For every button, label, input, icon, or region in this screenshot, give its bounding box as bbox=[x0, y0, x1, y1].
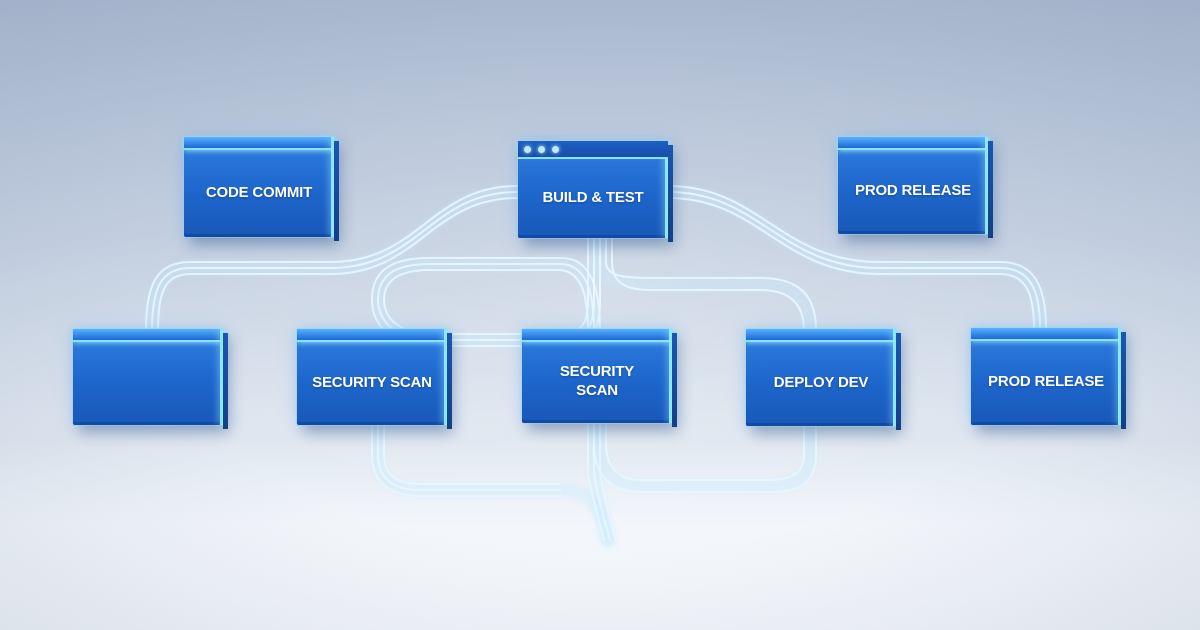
node-prod-release-bottom[interactable]: PROD RELEASE bbox=[971, 328, 1126, 429]
node-code-commit[interactable]: CODE COMMIT bbox=[184, 137, 339, 241]
node-blank-stage-label bbox=[142, 372, 154, 382]
node-security-scan-1[interactable]: SECURITY SCAN bbox=[297, 329, 452, 429]
window-title-bar bbox=[518, 141, 668, 159]
node-security-scan-1-label: SECURITY SCAN bbox=[312, 373, 432, 391]
node-deploy-dev[interactable]: DEPLOY DEV bbox=[746, 329, 901, 430]
node-prod-release-bottom-label: PROD RELEASE bbox=[988, 373, 1104, 390]
node-prod-release-top[interactable]: PROD RELEASE bbox=[838, 137, 993, 238]
window-dots-icon bbox=[524, 146, 531, 153]
node-code-commit-label: CODE COMMIT bbox=[205, 183, 313, 201]
node-build-test[interactable]: BUILD & TEST bbox=[518, 141, 673, 242]
node-prod-release-top-label: PROD RELEASE bbox=[855, 182, 971, 199]
node-deploy-dev-label: DEPLOY DEV bbox=[773, 374, 869, 391]
node-blank-stage[interactable] bbox=[73, 329, 228, 429]
pipe-scan-down bbox=[371, 418, 613, 547]
node-build-test-label: BUILD & TEST bbox=[542, 189, 644, 206]
node-security-scan-2[interactable]: SECURITY SCAN bbox=[522, 329, 677, 427]
node-security-scan-2-label: SECURITY SCAN bbox=[559, 363, 635, 399]
